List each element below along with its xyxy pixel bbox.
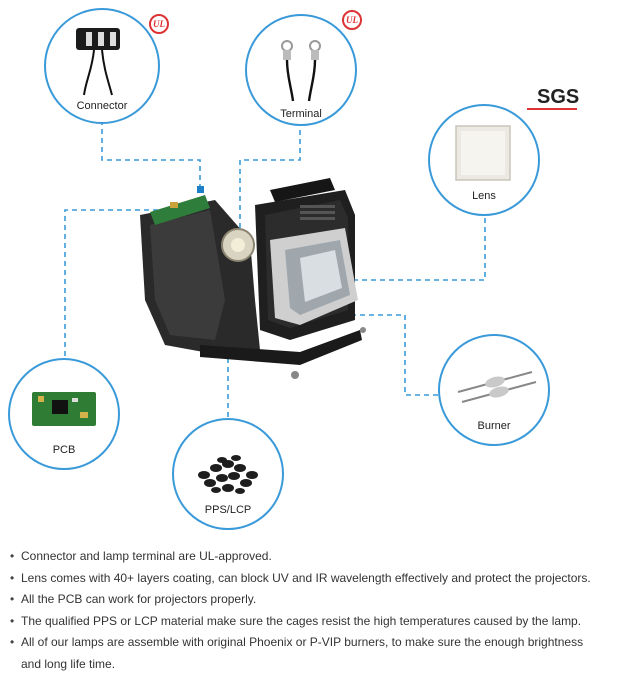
lens-label: Lens (430, 190, 538, 202)
connector-label: Connector (46, 100, 158, 112)
lens-callout: Lens (428, 104, 540, 216)
pcb-label: PCB (10, 444, 118, 456)
feature-item: The qualified PPS or LCP material make s… (10, 611, 625, 633)
burner-callout: Burner (438, 334, 550, 446)
connector-callout: Connector (44, 8, 160, 124)
feature-list: Connector and lamp terminal are UL-appro… (10, 546, 625, 675)
product-diagram: UL UL SGS Connector Terminal (0, 0, 630, 535)
feature-item: All of our lamps are assemble with origi… (10, 632, 625, 654)
terminal-callout: Terminal (245, 14, 357, 126)
feature-item: Lens comes with 40+ layers coating, can … (10, 568, 625, 590)
terminal-label: Terminal (247, 108, 355, 120)
sgs-logo: SGS (537, 86, 579, 109)
pcb-callout: PCB (8, 358, 120, 470)
pps-lcp-label: PPS/LCP (174, 504, 282, 516)
pps-lcp-callout: PPS/LCP (172, 418, 284, 530)
feature-item: Connector and lamp terminal are UL-appro… (10, 546, 625, 568)
burner-label: Burner (440, 420, 548, 432)
feature-item: All the PCB can work for projectors prop… (10, 589, 625, 611)
